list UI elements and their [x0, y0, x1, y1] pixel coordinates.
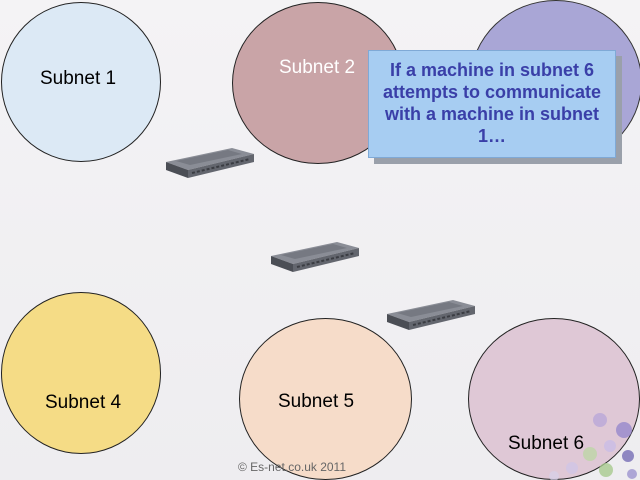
router-icon — [166, 148, 254, 178]
subnet-4-label: Subnet 4 — [45, 392, 122, 413]
subnet-6-circle — [468, 318, 640, 480]
subnet-1-circle — [1, 2, 161, 162]
bubbles-decoration-icon — [549, 413, 637, 480]
callout-text: If a machine in subnet 6 attempts to com… — [382, 60, 602, 146]
subnet-6-label: Subnet 6 — [508, 433, 585, 454]
subnet-5-label: Subnet 5 — [278, 391, 355, 412]
copyright-footer: © Es-net.co.uk 2011 — [238, 460, 347, 474]
router-icon — [387, 300, 475, 330]
router-icon — [271, 242, 359, 272]
callout-box: If a machine in subnet 6 attempts to com… — [368, 50, 616, 158]
subnet-2-label: Subnet 2 — [279, 57, 356, 78]
subnet-4-circle — [1, 292, 161, 454]
subnet-1-label: Subnet 1 — [40, 68, 117, 89]
subnet-5-circle — [239, 318, 412, 480]
